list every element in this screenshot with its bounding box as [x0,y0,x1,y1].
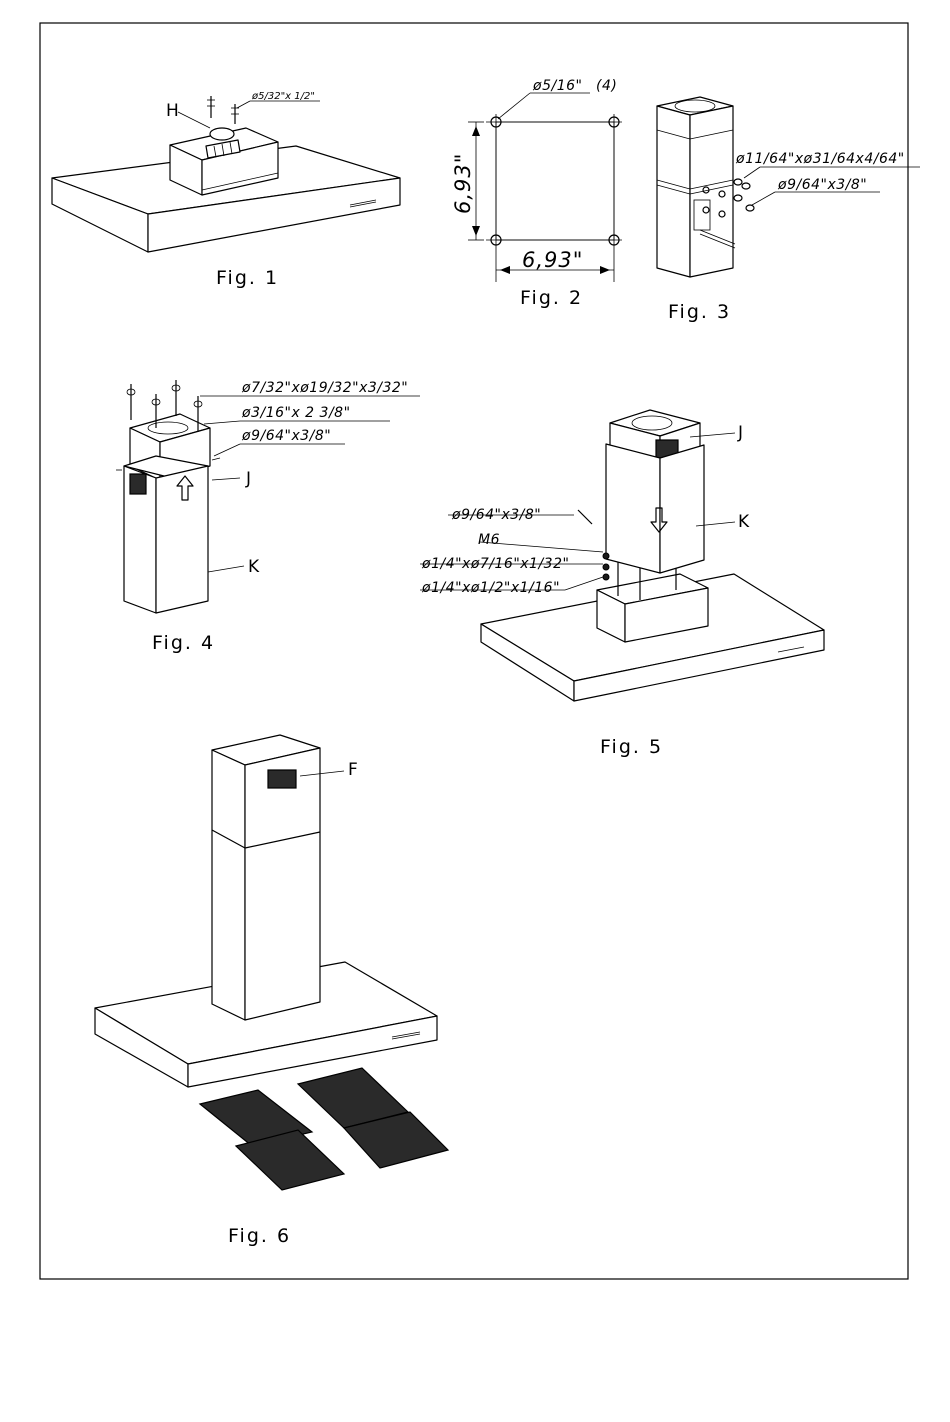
fig4-chimney-assembly: ø7/32"xø19/32"x3/32" ø3/16"x 2 3/8" ø9/6… [116,380,420,654]
fig5-label-j: J [737,423,743,443]
fig2-dim-vertical: 6,93" [451,153,475,214]
fig2-caption: Fig. 2 [520,287,583,309]
fig4-plug-spec: ø3/16"x 2 3/8" [241,405,351,421]
fig4-label-j: J [245,469,251,489]
fig3-screw-spec: ø9/64"x3/8" [777,177,867,193]
fig5-washer-large-spec: ø1/4"xø1/2"x1/16" [421,580,560,596]
fig2-holes-spec: ø5/16" [532,78,582,94]
fig5-caption: Fig. 5 [600,736,663,758]
fig5-label-k: K [738,512,750,532]
fig5-washer-small-spec: ø1/4"xø7/16"x1/32" [421,556,569,572]
fig5-nut-spec: M6 [478,532,500,548]
fig4-screw-spec: ø9/64"x3/8" [241,428,331,444]
fig6-grease-filters [200,1068,448,1190]
fig1-label-h: H [166,101,179,121]
fig2-drill-template: 6,93" 6,93" ø5/16" (4) Fig. 2 [451,78,622,309]
fig1-caption: Fig. 1 [216,267,279,289]
fig2-dim-horizontal: 6,93" [522,248,583,272]
fig5-hood-chimney-install: ø9/64"x3/8" M6 ø1/4"xø7/16"x1/32" ø1/4"x… [420,410,824,758]
fig3-washer-spec: ø11/64"xø31/64x4/64" [735,151,905,167]
fig1-hood-with-motor: H ø5/32"x 1/2" Fig. 1 [52,91,400,289]
fig6-assembled-hood-filters: F Fig. 6 [95,735,448,1247]
fig1-screw-spec: ø5/32"x 1/2" [251,91,315,102]
fig2-holes-count: (4) [596,78,617,94]
fig4-washer-spec: ø7/32"xø19/32"x3/32" [241,380,408,396]
fig3-caption: Fig. 3 [668,301,731,323]
fig3-support-frame: ø11/64"xø31/64x4/64" ø9/64"x3/8" Fig. 3 [657,97,920,323]
fig6-caption: Fig. 6 [228,1225,291,1247]
fig5-screw-spec: ø9/64"x3/8" [451,507,541,523]
fig6-label-f: F [348,760,358,780]
fig4-caption: Fig. 4 [152,632,215,654]
fig4-label-k: K [248,557,260,577]
